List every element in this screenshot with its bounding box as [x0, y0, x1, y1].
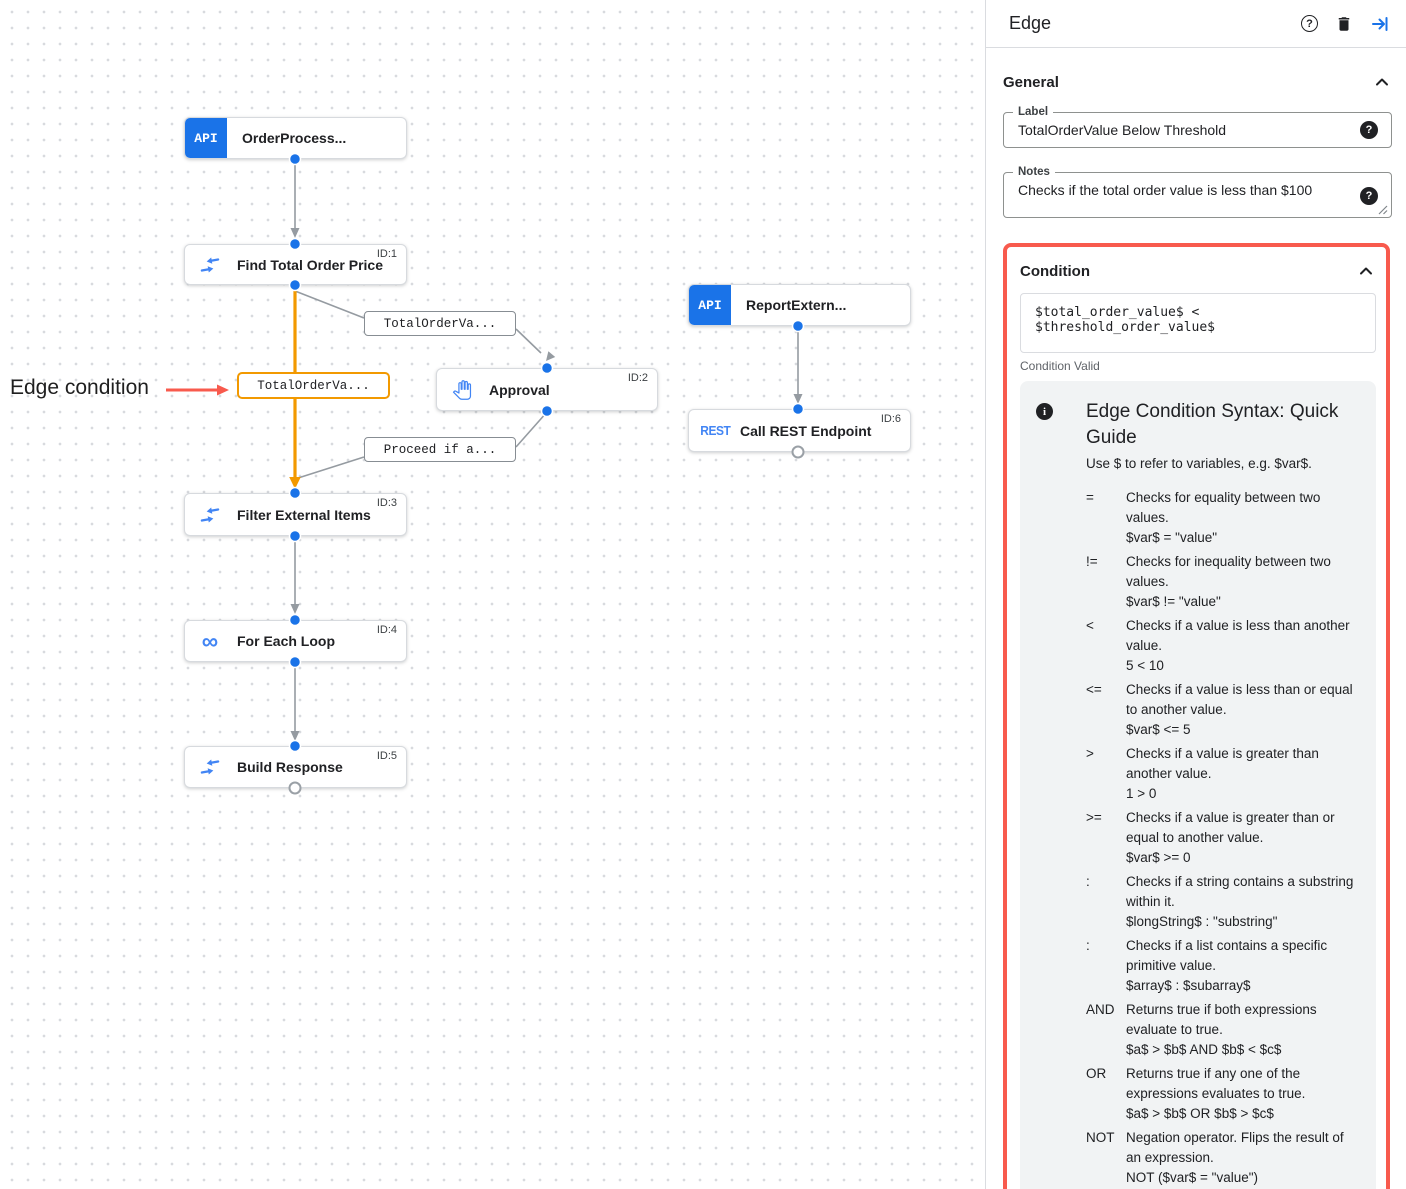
label-field[interactable]: Label TotalOrderValue Below Threshold ?	[1003, 105, 1392, 148]
collapse-panel-button[interactable]	[1370, 14, 1390, 34]
guide-row: != Checks for inequality between two val…	[1086, 554, 1331, 609]
chevron-up-icon	[1376, 78, 1388, 86]
data-mapping-icon	[198, 506, 222, 524]
panel-title: Edge	[1009, 13, 1052, 33]
data-mapping-icon	[198, 758, 222, 776]
approval-hand-icon	[450, 379, 474, 400]
help-icon[interactable]: ?	[1360, 187, 1378, 205]
rest-task-icon: REST	[699, 423, 731, 438]
collapse-panel-icon	[1372, 16, 1388, 31]
guide-row: : Checks if a string contains a substrin…	[1086, 874, 1354, 929]
condition-heading: Condition	[1020, 262, 1090, 280]
edge-config-panel: Edge ? General	[985, 0, 1406, 1189]
node-label: Build Response	[237, 759, 343, 775]
guide-row: NOT Negation operator. Flips the result …	[1086, 1130, 1344, 1185]
api-trigger-icon: API	[185, 118, 227, 158]
info-icon: i	[1036, 403, 1053, 420]
condition-highlight-box: Condition $total_order_value$ < $thresho…	[1003, 243, 1390, 1189]
help-icon[interactable]: ?	[1360, 121, 1378, 139]
node-for-each-loop[interactable]: ∞ For Each Loop ID:4	[184, 620, 407, 662]
trash-icon	[1338, 16, 1350, 31]
general-heading: General	[1003, 73, 1059, 91]
node-filter-external-items[interactable]: Filter External Items ID:3	[184, 493, 407, 536]
guide-row: = Checks for equality between two values…	[1086, 490, 1321, 545]
node-label: Find Total Order Price	[237, 256, 383, 273]
condition-expression-input[interactable]: $total_order_value$ < $threshold_order_v…	[1020, 293, 1376, 353]
guide-row: <= Checks if a value is less than or equ…	[1086, 682, 1353, 737]
general-section: General Label TotalOrderValue Below Thre…	[986, 72, 1406, 218]
node-label: Call REST Endpoint	[740, 422, 872, 439]
flow-canvas[interactable]: API OrderProcess... Find Total Order Pri…	[0, 0, 985, 1189]
panel-header: Edge ?	[986, 0, 1406, 48]
flow-edges-layer	[166, 159, 803, 741]
notes-field-value: Checks if the total order value is less …	[1018, 182, 1313, 198]
guide-row: > Checks if a value is greater than anot…	[1086, 746, 1319, 801]
node-label: Approval	[489, 381, 550, 398]
help-icon: ?	[1301, 15, 1318, 32]
annotation-arrow-icon	[166, 384, 229, 396]
edge-approval-filter-a[interactable]	[515, 411, 548, 448]
node-label: ReportExtern...	[746, 297, 847, 313]
guide-title: Edge Condition Syntax: Quick Guide	[1086, 401, 1339, 448]
edge-approval-filter-b[interactable]	[294, 456, 365, 480]
edge-label-proceed-if[interactable]: Proceed if a...	[364, 437, 516, 462]
node-id-badge: ID:3	[376, 497, 397, 509]
node-label: Filter External Items	[237, 506, 371, 523]
guide-row: : Checks if a list contains a specific p…	[1086, 938, 1328, 993]
notes-field[interactable]: Notes Checks if the total order value is…	[1003, 165, 1392, 218]
node-find-total-order-price[interactable]: Find Total Order Price ID:1	[184, 244, 407, 285]
delete-edge-button[interactable]	[1335, 15, 1353, 33]
orange-arrowhead	[289, 477, 301, 489]
node-report-extern[interactable]: API ReportExtern...	[688, 284, 911, 326]
node-order-process[interactable]: API OrderProcess...	[184, 117, 407, 159]
guide-row: >= Checks if a value is greater than or …	[1086, 810, 1335, 865]
node-approval[interactable]: Approval ID:2	[436, 368, 658, 411]
label-field-value: TotalOrderValue Below Threshold	[1018, 122, 1227, 138]
gray-arrowheads	[290, 228, 803, 741]
condition-syntax-guide: i Edge Condition Syntax: Quick Guide Use…	[1020, 381, 1376, 1189]
edge-findtotal-approval-b[interactable]	[515, 328, 542, 354]
label-field-legend: Label	[1013, 105, 1054, 119]
notes-field-legend: Notes	[1013, 165, 1055, 179]
data-mapping-icon	[198, 256, 222, 274]
node-id-badge: ID:1	[376, 248, 397, 260]
node-call-rest-endpoint[interactable]: REST Call REST Endpoint ID:6	[688, 409, 911, 452]
condition-valid-status: Condition Valid	[1020, 359, 1100, 373]
edge-condition-annotation: Edge condition	[10, 376, 149, 399]
condition-section-toggle[interactable]: Condition	[1020, 261, 1376, 281]
node-id-badge: ID:5	[376, 750, 397, 762]
general-section-toggle[interactable]: General	[1003, 72, 1392, 92]
node-build-response[interactable]: Build Response ID:5	[184, 746, 407, 788]
node-label: For Each Loop	[237, 633, 335, 649]
guide-row: AND Returns true if both expressions eva…	[1086, 1002, 1317, 1057]
edge-findtotal-approval-a[interactable]	[294, 290, 365, 319]
canvas-dot-grid	[0, 0, 976, 1189]
loop-infinity-icon: ∞	[201, 628, 219, 654]
api-trigger-icon: API	[689, 285, 731, 325]
guide-row: < Checks if a value is less than another…	[1086, 618, 1350, 673]
node-id-badge: ID:4	[376, 624, 397, 636]
edge-label-totalordervalue-selected[interactable]: TotalOrderVa...	[237, 372, 390, 399]
node-id-badge: ID:2	[627, 372, 648, 384]
chevron-up-icon	[1360, 267, 1372, 275]
node-label: OrderProcess...	[242, 130, 347, 146]
guide-subtitle: Use $ to refer to variables, e.g. $var$.	[1086, 456, 1312, 471]
edge-label-totalordervalue-top[interactable]: TotalOrderVa...	[364, 311, 516, 336]
guide-row: OR Returns true if any one of the expres…	[1086, 1066, 1306, 1121]
node-id-badge: ID:6	[880, 413, 901, 425]
resize-handle-icon[interactable]	[1378, 205, 1388, 215]
help-button[interactable]: ?	[1301, 15, 1318, 32]
